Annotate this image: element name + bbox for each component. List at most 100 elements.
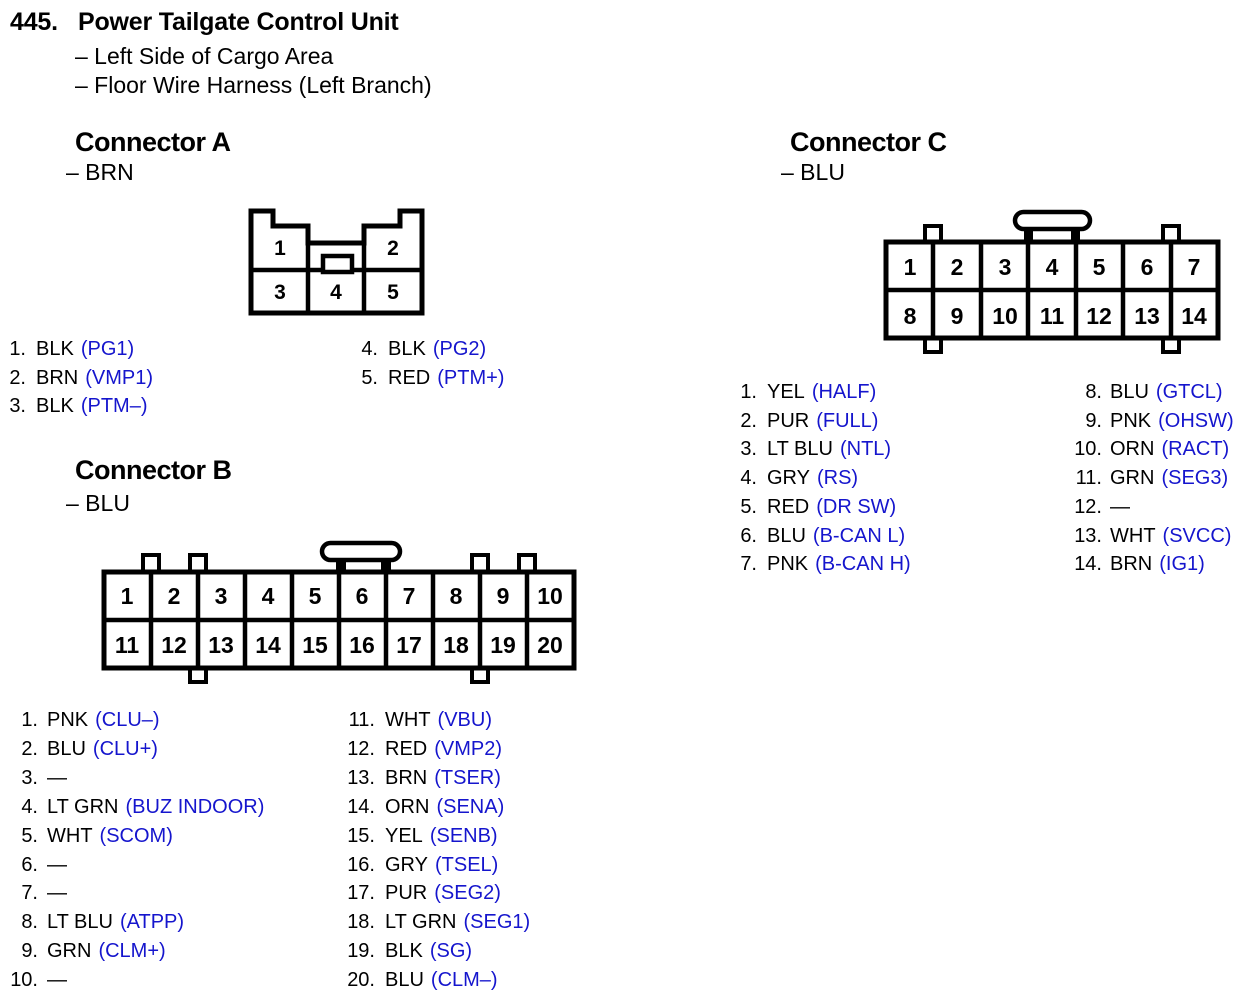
pin-signal-name: (CLU+) (92, 737, 158, 760)
pin-number: 20. (347, 969, 375, 992)
pin-wire-color: BLK (36, 395, 74, 417)
pin-row: 5.RED(DR SW) (731, 493, 911, 522)
pin-number: 16. (347, 853, 375, 876)
pin-signal-name: (VBU) (437, 709, 492, 731)
cavity-number: 5 (309, 583, 322, 609)
cavity-number: 1 (121, 583, 134, 609)
pin-number: 2. (21, 737, 38, 760)
pin-number: 3. (9, 395, 26, 417)
pin-row: 7.— (2, 879, 264, 908)
pin-wire-color: LT GRN (385, 911, 457, 934)
pin-number: 1. (9, 338, 26, 360)
pin-number: 3. (740, 438, 757, 461)
pin-signal-name: (SEG3) (1161, 467, 1229, 490)
pin-number: 15. (347, 824, 375, 847)
cavity-number: 11 (115, 632, 140, 658)
pin-row: 1.YEL(HALF) (731, 378, 911, 407)
pin-number: 10. (10, 969, 38, 992)
pin-wire-color: YEL (385, 824, 423, 847)
pin-wire-color: PUR (385, 882, 428, 905)
pin-number: 18. (347, 911, 375, 934)
pin-signal-name: (GTCL) (1155, 381, 1223, 403)
cavity-number: 13 (208, 632, 234, 658)
pin-wire-color: RED (385, 737, 428, 760)
pin-wire-color: RED (388, 366, 431, 389)
pin-row: 20.BLU(CLM–) (337, 966, 530, 995)
pin-wire-color: — (1110, 495, 1130, 518)
location-list: – Left Side of Cargo Area – Floor Wire H… (75, 42, 432, 99)
cavity-number: 5 (1093, 254, 1106, 280)
cavity-number: 16 (349, 632, 375, 658)
pin-wire-color: LT BLU (767, 438, 833, 461)
pin-row: 9.PNK(OHSW) (1064, 407, 1234, 436)
cavity-number: 8 (450, 583, 463, 609)
pin-row: 4.GRY(RS) (731, 464, 911, 493)
connector-c-heading: Connector C (790, 127, 947, 157)
cavity-number: 1 (274, 237, 286, 260)
pin-row: 14.ORN(SENA) (337, 793, 530, 822)
pin-row: 15. YEL (SENB) (337, 822, 530, 851)
connector-b-heading: Connector B (75, 455, 232, 485)
pin-number: 2. (740, 409, 757, 432)
cavity-number: 6 (356, 583, 369, 609)
pin-signal-name: (RACT) (1161, 438, 1230, 461)
pin-signal-name: (IG1) (1159, 553, 1205, 576)
pin-wire-color: BLU (1110, 381, 1149, 403)
pin-wire-color: PNK (1110, 409, 1152, 432)
pin-number: 11. (1075, 467, 1102, 490)
cavity-number: 5 (387, 281, 399, 304)
connector-c-diagram: 1 2 3 4 5 6 7 8 9 10 11 12 13 14 (883, 209, 1221, 354)
pin-number: 12. (347, 737, 375, 760)
connector-b-cavity-grid (104, 572, 574, 668)
cavity-number: 17 (396, 632, 422, 658)
pin-wire-color: WHT (1110, 524, 1156, 547)
connector-a-heading: Connector A (75, 127, 231, 157)
pin-wire-color: ORN (385, 795, 430, 818)
pin-number: 14. (1074, 553, 1102, 576)
connector-a-pinlist-right: 4.BLK(PG2) 5.RED(PTM+) (352, 335, 504, 392)
pin-row: 7.PNK(B-CAN H) (731, 550, 910, 579)
pin-number: 4. (21, 795, 38, 818)
connector-c-pinlist-right: 8.BLU(GTCL) 9.PNK(OHSW) 10.ORN(RACT) 11.… (1064, 378, 1234, 579)
lock-lever (1012, 209, 1093, 232)
pin-signal-name: (OHSW) (1158, 409, 1234, 432)
pin-signal-name: (PTM–) (80, 395, 148, 417)
pin-wire-color: BRN (385, 766, 428, 789)
pin-signal-name: (B-CAN L) (812, 524, 906, 547)
cavity-number: 11 (1040, 303, 1065, 329)
pin-row: 12.RED(VMP2) (337, 735, 530, 764)
pin-signal-name: (CLU–) (95, 709, 160, 731)
pin-number: 6. (740, 524, 757, 547)
pin-number: 5. (21, 824, 38, 847)
pin-number: 5. (740, 495, 757, 518)
pin-signal-name: (SEG1) (463, 911, 531, 934)
pin-signal-name: (SENB) (429, 824, 498, 847)
pin-signal-name: (SG) (429, 940, 473, 963)
pin-wire-color: LT BLU (47, 911, 113, 934)
pin-row: 3. BLK (PTM–) (2, 392, 153, 421)
pin-row: 2.BRN(VMP1) (2, 364, 153, 393)
pin-signal-name: (SCOM) (99, 824, 173, 847)
connector-c-pinlist-left: 1.YEL(HALF) 2.PUR(FULL) 3.LT BLU(NTL) 4.… (731, 378, 911, 579)
cavity-number: 14 (1181, 303, 1207, 329)
pin-row: 5.RED(PTM+) (352, 364, 504, 393)
cavity-number: 12 (161, 632, 187, 658)
cavity-number: 15 (302, 632, 328, 658)
pin-number: 9. (21, 940, 38, 963)
pin-wire-color: LT GRN (47, 795, 119, 818)
cavity-number: 10 (537, 583, 563, 609)
cavity-number: 18 (443, 632, 469, 658)
cavity-number: 20 (537, 632, 563, 658)
pin-wire-color: BLU (47, 737, 86, 760)
pin-signal-name: (VMP1) (85, 366, 154, 389)
pin-row: 1.BLK(PG1) (2, 335, 153, 364)
pin-number: 13. (347, 766, 375, 789)
connector-c-cavity-grid (886, 242, 1218, 338)
cavity-number: 1 (904, 254, 917, 280)
pin-row: 12.— (1064, 493, 1234, 522)
pin-row: 13.WHT(SVCC) (1064, 522, 1234, 551)
pin-row: 16.GRY(TSEL) (337, 851, 530, 880)
pin-wire-color: GRY (767, 467, 810, 490)
connector-b-color-label: – BLU (66, 490, 130, 516)
pin-row: 9.GRN(CLM+) (2, 937, 264, 966)
